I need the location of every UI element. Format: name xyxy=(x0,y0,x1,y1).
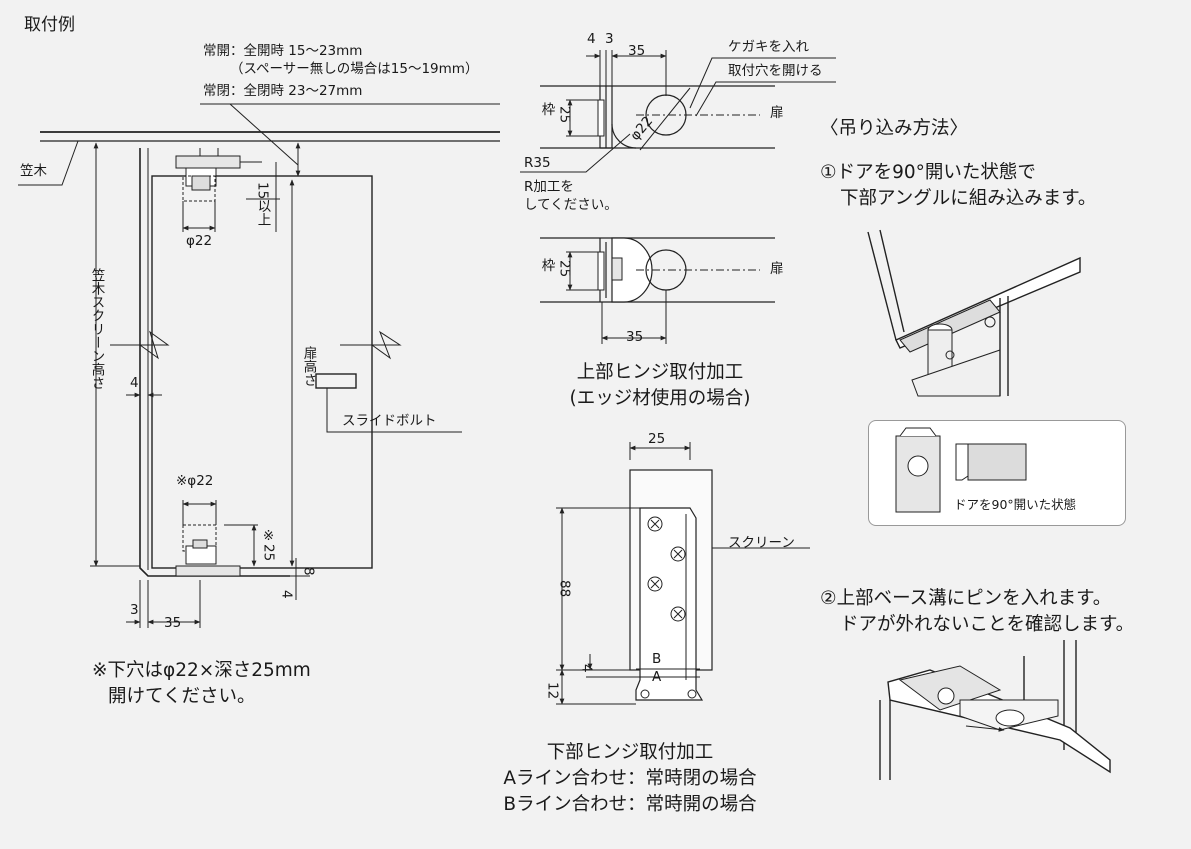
panel-note: ドアを90°開いた状態 xyxy=(954,497,1077,512)
uh-dim-25b: 25 xyxy=(556,260,573,278)
uh-dim-4: 4 xyxy=(587,31,596,47)
lh-dim-88: 88 xyxy=(556,580,573,598)
hanging-method-heading: 〈吊り込み方法〉 xyxy=(820,118,969,139)
lower-hinge-drawing xyxy=(556,442,810,705)
label-waku-1: 枠 xyxy=(538,102,555,116)
r-note-1: R加工を xyxy=(524,179,574,195)
r-note-2: してください。 xyxy=(524,197,618,213)
lh-dim-25: 25 xyxy=(648,431,666,447)
uh-dim-3: 3 xyxy=(605,31,614,47)
label-kasagi: 笠木 xyxy=(20,163,47,179)
label-screen: スクリーン xyxy=(728,535,795,551)
step1-line2: 下部アングルに組み込みます。 xyxy=(840,188,1097,209)
dim-35-left: 35 xyxy=(164,615,182,631)
uh-dim-35b: 35 xyxy=(626,329,644,345)
label-waku-2: 枠 xyxy=(538,258,555,272)
dim-8: 8 xyxy=(300,567,317,576)
step2-line1: ②上部ベース溝にピンを入れます。 xyxy=(820,588,1112,609)
note-normally-closed: 常閉：全閉時 23〜27mm xyxy=(203,83,363,99)
label-phi22-top: φ22 xyxy=(186,233,213,249)
dim-4-bottom: 4 xyxy=(278,590,295,599)
line-b: B xyxy=(652,651,662,667)
diagram-heading: 取付例 xyxy=(24,15,75,35)
label-tobira-2: 扉 xyxy=(770,261,784,277)
upper-hinge-plan-2 xyxy=(540,237,775,344)
lh-dim-4: 4 xyxy=(578,664,595,673)
dim-3: 3 xyxy=(130,602,139,618)
dim-25-bottom: ※25 xyxy=(260,528,277,562)
upper-hinge-caption-1: 上部ヒンジ取付加工 xyxy=(576,362,744,383)
lh-dim-12: 12 xyxy=(544,682,561,700)
lower-hinge-caption-1: 下部ヒンジ取付加工 xyxy=(546,742,714,763)
upper-hinge-plan-1 xyxy=(520,50,836,173)
footnote-line1: ※下穴はφ22×深さ25mm xyxy=(92,660,311,681)
step2-line2: ドアが外れないことを確認します。 xyxy=(840,614,1135,635)
upper-hinge-caption-2: (エッジ材使用の場合) xyxy=(569,388,751,409)
label-r35: R35 xyxy=(524,155,551,171)
dim-4-gap: 4 xyxy=(130,375,139,391)
footnote-line2: 開けてください。 xyxy=(108,686,256,707)
lower-hinge-caption-3: Bライン合わせ：常時開の場合 xyxy=(503,794,757,815)
lower-hinge-caption-2: Aライン合わせ：常時閉の場合 xyxy=(503,768,757,789)
label-toritsuke: 取付穴を開ける xyxy=(728,63,823,79)
hanging-step2-illustration xyxy=(879,640,1111,780)
label-kegaki: ケガキを入れ xyxy=(728,39,809,55)
label-slide-bolt: スライドボルト xyxy=(342,413,437,429)
label-door-height: 扉高さ xyxy=(300,346,317,387)
left-elevation-drawing xyxy=(18,103,500,628)
line-a: A xyxy=(652,669,662,685)
label-kasagi-screen-height: 笠木スクリーン高さ xyxy=(88,268,105,390)
uh-dim-35: 35 xyxy=(628,43,646,59)
label-tobira-1: 扉 xyxy=(770,105,784,121)
uh-dim-25: 25 xyxy=(556,106,573,124)
step1-line1: ①ドアを90°開いた状態で xyxy=(820,162,1036,183)
note-normally-open-sub: （スペーサー無しの場合は15〜19mm） xyxy=(230,61,479,77)
note-normally-open: 常開：全開時 15〜23mm xyxy=(203,43,363,59)
label-phi22-bottom: ※φ22 xyxy=(176,473,214,489)
dim-15-or-more: 15以上 xyxy=(254,182,271,227)
hanging-step1-illustration xyxy=(867,229,1081,397)
